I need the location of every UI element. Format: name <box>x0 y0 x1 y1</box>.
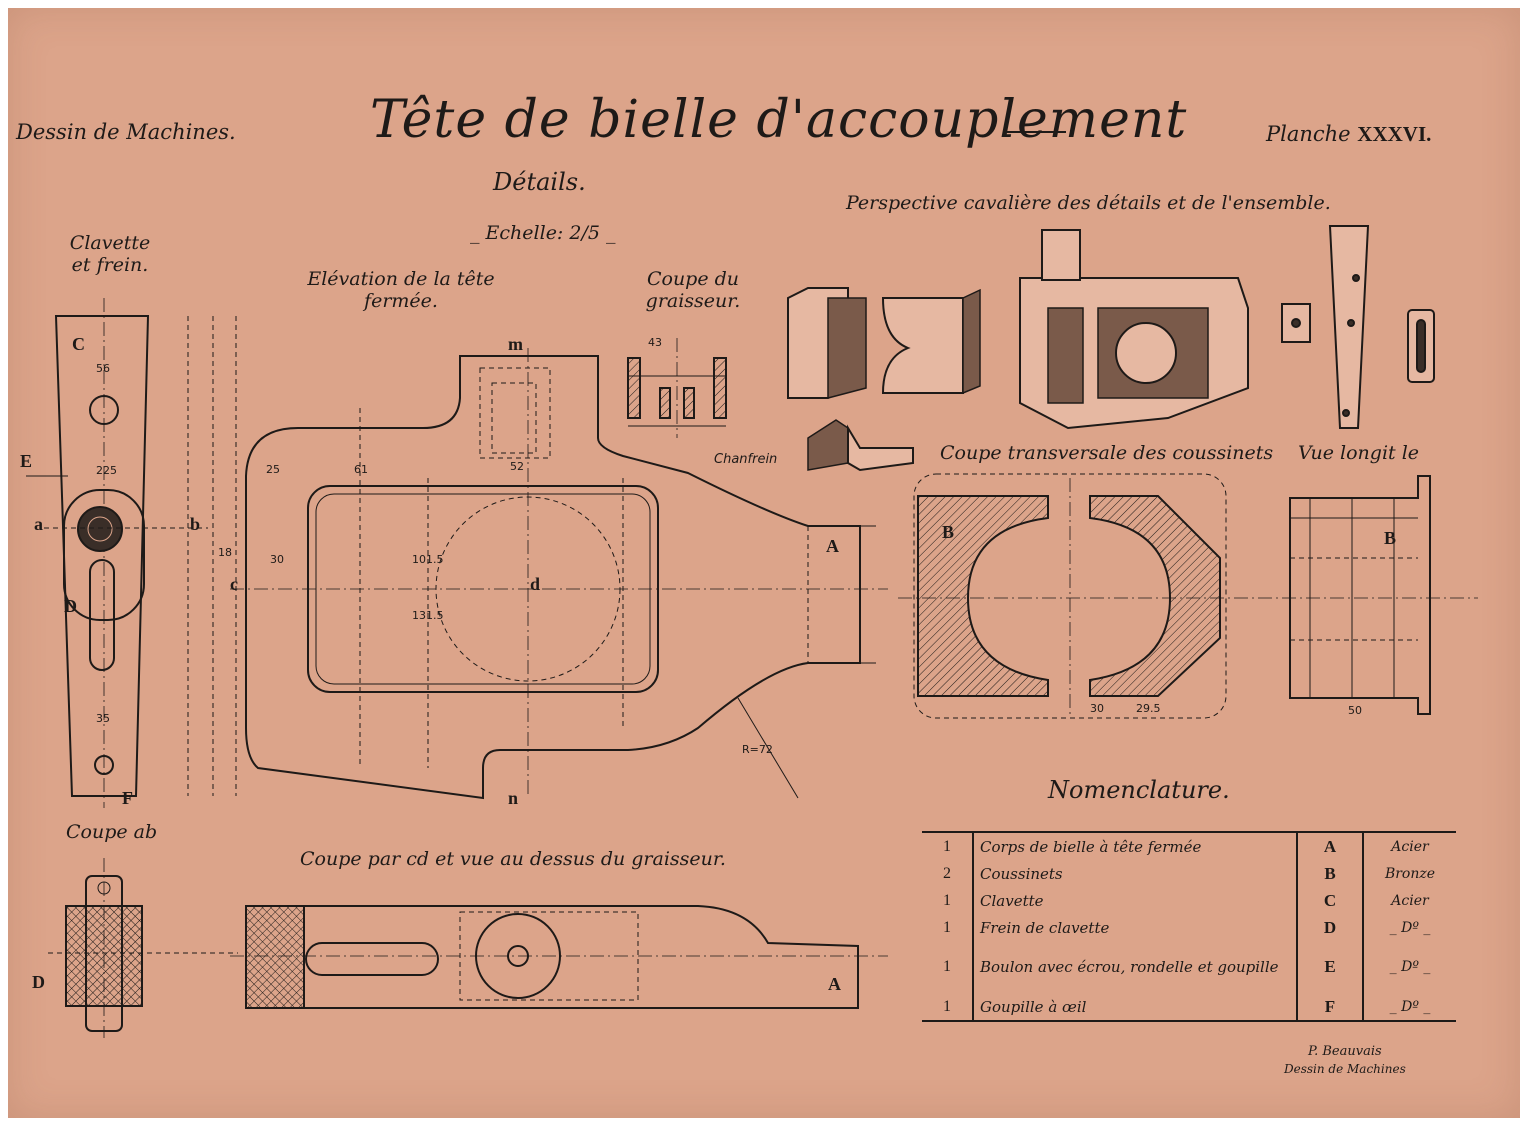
nomenclature-mark: A <box>1296 832 1363 860</box>
nomenclature-qty: 1 <box>943 891 951 909</box>
letter-b-longit: B <box>1384 528 1397 548</box>
letter-c-lower: c <box>230 574 238 594</box>
nomenclature-material: _ Dº _ <box>1362 993 1456 1021</box>
letter-b-transversale: B <box>942 522 955 542</box>
letter-a: a <box>34 514 43 534</box>
dim-clavette-35: 35 <box>96 712 110 725</box>
letter-d-coupe-ab: D <box>32 972 45 992</box>
caption-chanfrein: Chanfrein <box>714 452 778 467</box>
longit-view <box>1289 475 1431 715</box>
nomenclature-desc: Corps de bielle à tête fermée <box>972 832 1297 860</box>
dim-elevation-101-5: 101.5 <box>412 553 444 566</box>
nomenclature-qty: 1 <box>943 837 951 855</box>
dim-elevation-r72: R=72 <box>742 743 773 756</box>
nomenclature-desc: Boulon avec écrou, rondelle et goupille <box>972 941 1297 993</box>
dim-elevation-30: 30 <box>270 553 284 566</box>
chanfrein-perspective <box>807 419 914 472</box>
plate-label: Planche XXXVI. <box>1266 122 1431 147</box>
subtitle: Détails. <box>493 168 586 196</box>
elevation-view <box>230 348 888 800</box>
letter-c-upper: C <box>72 334 85 354</box>
coupe-ab-view <box>48 858 238 1038</box>
caption-coupe-ab: Coupe ab <box>66 821 158 843</box>
nomenclature-mark: B <box>1296 860 1363 887</box>
nomenclature-mark: E <box>1296 941 1363 993</box>
letter-d-upper: D <box>64 596 77 616</box>
nomenclature-mark: F <box>1296 993 1363 1021</box>
letter-d-lower: d <box>530 574 541 594</box>
nomenclature-material: Acier <box>1362 887 1456 914</box>
caption-coupe-transversale: Coupe transversale des coussinets <box>940 442 1274 464</box>
nomenclature-mark: D <box>1296 914 1363 941</box>
letter-a-body: A <box>826 536 839 556</box>
nomenclature-mark: C <box>1296 887 1363 914</box>
dim-elevation-52: 52 <box>510 460 524 473</box>
drawing-sheet: Dessin de Machines. Tête de bielle d'acc… <box>8 8 1520 1118</box>
letter-b: b <box>190 514 201 534</box>
scale-label: _ Echelle: 2/5 _ <box>470 222 616 244</box>
perspective-caption: Perspective cavalière des détails et de … <box>846 192 1331 214</box>
nomenclature-desc: Frein de clavette <box>972 914 1297 941</box>
letter-a-coupe: A <box>828 974 841 994</box>
nomenclature-qty: 1 <box>943 918 951 936</box>
letter-f: F <box>122 788 133 808</box>
scale-text: Echelle: 2/5 <box>485 222 600 244</box>
nomenclature-title: Nomenclature. <box>1048 776 1230 804</box>
signature-line2: Dessin de Machines <box>1284 1062 1406 1076</box>
dim-clavette-225: 18 <box>218 546 232 559</box>
coupe-cd-view <box>230 905 888 1009</box>
nomenclature-qty: 1 <box>943 997 951 1015</box>
nomenclature-material: _ Dº _ <box>1362 941 1456 993</box>
dim-elevation-25: 25 <box>266 463 280 476</box>
technical-drawings <box>26 131 1478 1038</box>
nomenclature-qty: 2 <box>943 864 951 882</box>
nomenclature-desc: Goupille à œil <box>972 993 1297 1021</box>
nomenclature-material: Bronze <box>1362 860 1456 887</box>
caption-elevation: Elévation de la tête fermée. <box>307 268 495 312</box>
plate-number: XXXVI. <box>1357 122 1432 146</box>
page-title: Tête de bielle d'accouplement <box>370 90 1188 150</box>
letter-n: n <box>508 788 519 808</box>
dim-elevation-61: 61 <box>354 463 368 476</box>
dim-clavette-56: 56 <box>96 362 110 375</box>
nomenclature-desc: Coussinets <box>972 860 1297 887</box>
letter-e: E <box>20 451 33 471</box>
caption-coupe-graisseur: Coupe du graisseur. <box>645 268 741 312</box>
transversale-view <box>898 473 1478 719</box>
letter-m: m <box>508 334 523 354</box>
plate-prefix: Planche <box>1266 122 1351 146</box>
caption-coupe-cd: Coupe par cd et vue au dessus du graisse… <box>300 848 726 870</box>
dim-clavette-36: 225 <box>96 464 117 477</box>
nomenclature-material: Acier <box>1362 832 1456 860</box>
caption-vue-longit: Vue longit le <box>1298 442 1420 464</box>
dim-transversale-29-5: 29.5 <box>1136 702 1161 715</box>
signature-name: P. Beauvais <box>1308 1044 1382 1059</box>
dim-transversale-30: 30 <box>1090 702 1104 715</box>
dim-elevation-131-5: 131.5 <box>412 609 444 622</box>
caption-clavette: Clavette et frein. <box>69 232 151 276</box>
nomenclature-row: 1 Boulon avec écrou, rondelle et goupille… <box>922 941 1456 993</box>
clavette-view <box>26 298 237 808</box>
dim-graisseur-43: 43 <box>648 336 662 349</box>
graisseur-view <box>627 338 727 438</box>
nomenclature-qty: 1 <box>943 958 951 975</box>
dim-longit-50: 50 <box>1348 704 1362 717</box>
perspective-views <box>787 225 1435 430</box>
nomenclature-material: _ Dº _ <box>1362 914 1456 941</box>
header-left: Dessin de Machines. <box>16 120 236 144</box>
nomenclature-desc: Clavette <box>972 887 1297 914</box>
